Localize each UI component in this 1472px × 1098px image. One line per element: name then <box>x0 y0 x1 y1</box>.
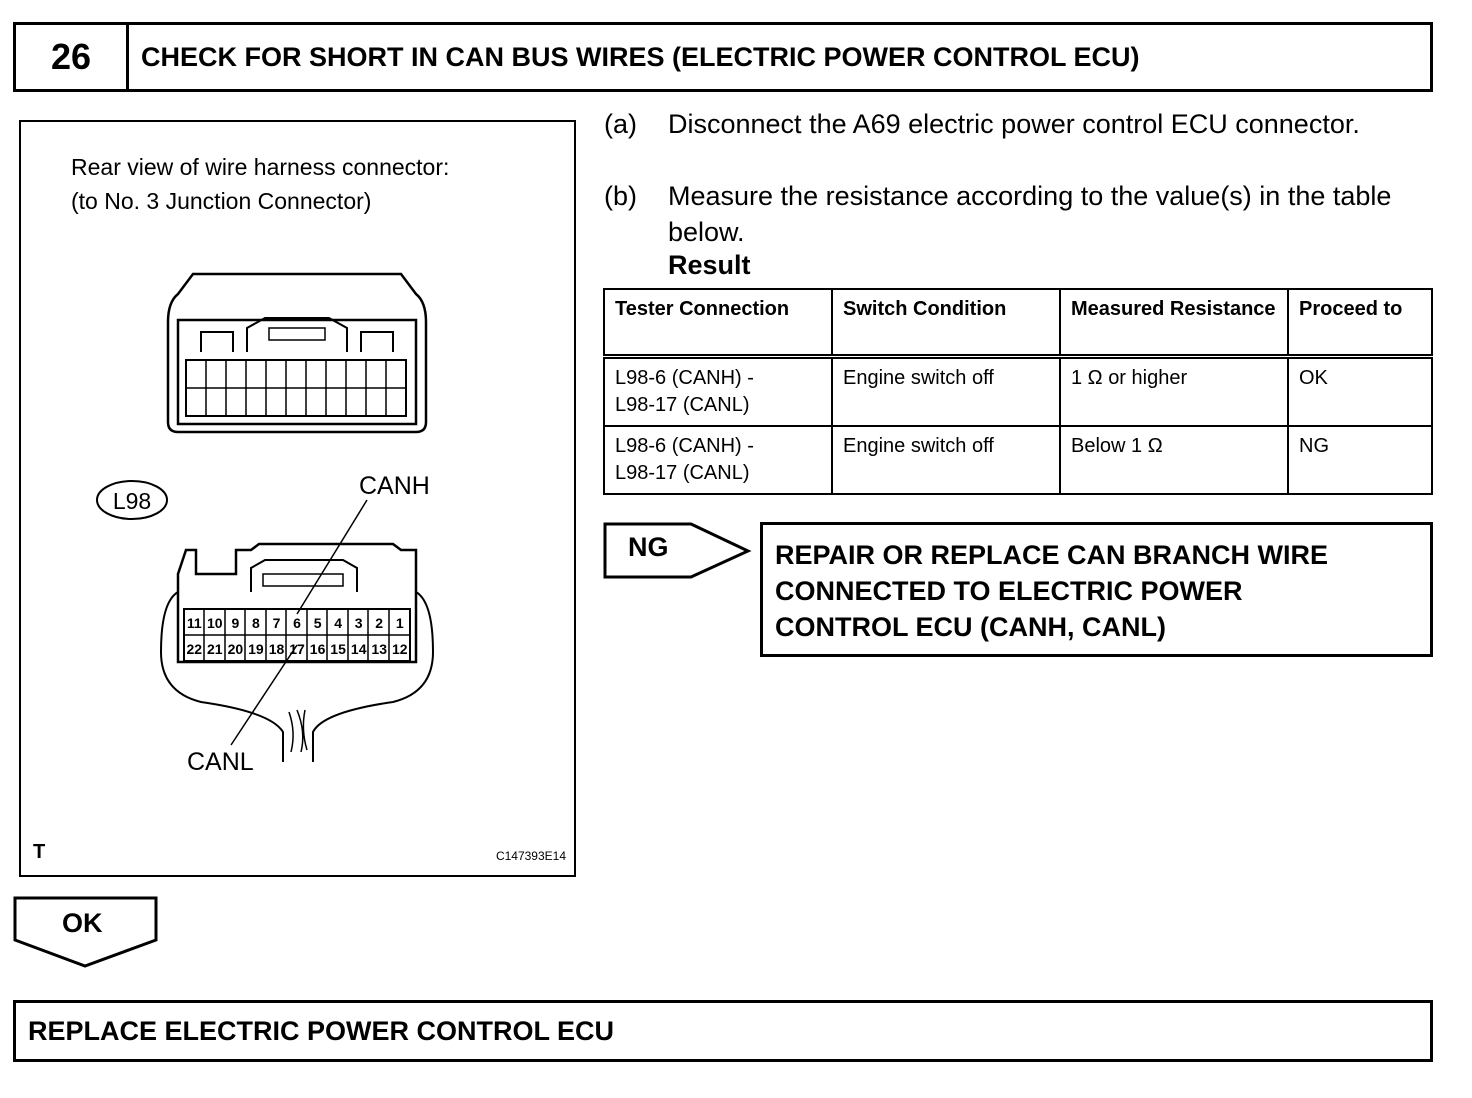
instruction-a-text: Disconnect the A69 electric power contro… <box>668 109 1360 139</box>
cell-measured-resistance: 1 Ω or higher <box>1059 355 1289 427</box>
pin-4: 4 <box>334 615 342 631</box>
pin-2: 2 <box>375 615 383 631</box>
figure-code: C147393E14 <box>496 849 566 863</box>
ok-label: OK <box>62 908 103 938</box>
pin-1: 1 <box>396 615 404 631</box>
pin-22: 22 <box>187 641 203 657</box>
cell-line: L98-6 (CANH) - <box>615 367 754 389</box>
wire-harness-connector-icon <box>159 542 435 762</box>
instruction-b-letter: (b) <box>604 181 637 211</box>
result-heading: Result <box>668 250 751 280</box>
cell-switch-condition: Engine switch off <box>831 425 1061 495</box>
table-header-row: Tester Connection Switch Condition Measu… <box>603 288 1433 359</box>
pin-19: 19 <box>248 641 264 657</box>
cell-tester-connection: L98-6 (CANH) - L98-17 (CANL) <box>603 355 833 427</box>
result-table: Tester Connection Switch Condition Measu… <box>603 288 1433 495</box>
pin-3: 3 <box>355 615 363 631</box>
cell-switch-condition: Engine switch off <box>831 355 1061 427</box>
connector-id-label: L98 <box>113 488 151 514</box>
corner-mark: T <box>33 841 45 863</box>
pin-11: 11 <box>187 615 202 631</box>
step-number: 26 <box>16 25 129 89</box>
pin-6: 6 <box>293 615 301 631</box>
pin-5: 5 <box>314 615 322 631</box>
ng-arrow-icon <box>603 522 752 579</box>
canl-leader-line <box>230 644 298 746</box>
pin-8: 8 <box>252 615 260 631</box>
junction-connector-icon <box>166 272 428 434</box>
figure-caption: Rear view of wire harness connector: (to… <box>71 150 449 218</box>
cell-line: L98-6 (CANH) - <box>615 435 754 457</box>
cell-line: L98-17 (CANL) <box>615 394 750 416</box>
connector-figure: Rear view of wire harness connector: (to… <box>19 120 576 877</box>
ng-label: NG <box>628 532 669 562</box>
cell-line: L98-17 (CANL) <box>615 462 750 484</box>
cell-measured-resistance: Below 1 Ω <box>1059 425 1289 495</box>
pin-7: 7 <box>273 615 281 631</box>
pin-15: 15 <box>330 641 346 657</box>
ok-arrow-icon <box>13 896 158 968</box>
pin-20: 20 <box>228 641 244 657</box>
ng-action-box: REPAIR OR REPLACE CAN BRANCH WIRE CONNEC… <box>760 522 1433 657</box>
figure-caption-line2: (to No. 3 Junction Connector) <box>71 188 372 214</box>
pin-9: 9 <box>232 615 240 631</box>
instruction-a-letter: (a) <box>604 109 637 139</box>
pin-16: 16 <box>310 641 326 657</box>
connector-id-ellipse <box>96 480 168 520</box>
canl-label: CANL <box>187 748 254 776</box>
cell-proceed-to: NG <box>1287 425 1433 495</box>
cell-tester-connection: L98-6 (CANH) - L98-17 (CANL) <box>603 425 833 495</box>
pin-18: 18 <box>269 641 285 657</box>
header-switch-condition: Switch Condition <box>831 288 1061 359</box>
pin-12: 12 <box>392 641 408 657</box>
header-tester-connection: Tester Connection <box>603 288 833 359</box>
step-title: CHECK FOR SHORT IN CAN BUS WIRES (ELECTR… <box>141 41 1140 72</box>
final-action-box: REPLACE ELECTRIC POWER CONTROL ECU <box>13 1000 1433 1062</box>
header-proceed-to: Proceed to <box>1287 288 1433 359</box>
table-row: L98-6 (CANH) - L98-17 (CANL) Engine swit… <box>603 355 1433 427</box>
pin-17: 17 <box>289 641 305 657</box>
figure-caption-line1: Rear view of wire harness connector: <box>71 154 450 180</box>
pin-21: 21 <box>207 641 223 657</box>
table-row: L98-6 (CANH) - L98-17 (CANL) Engine swit… <box>603 425 1433 495</box>
ng-action-line1: REPAIR OR REPLACE CAN BRANCH WIRE <box>775 540 1329 570</box>
cell-proceed-to: OK <box>1287 355 1433 427</box>
instruction-b-text: Measure the resistance according to the … <box>668 181 1392 247</box>
canh-label: CANH <box>359 472 430 500</box>
pin-14: 14 <box>351 641 367 657</box>
pin-10: 10 <box>207 615 223 631</box>
ng-action-line2: CONNECTED TO ELECTRIC POWER <box>775 576 1243 606</box>
pin-13: 13 <box>371 641 387 657</box>
ng-action-line3: CONTROL ECU (CANH, CANL) <box>775 612 1166 642</box>
canh-leader-line <box>296 499 368 615</box>
step-header: 26 CHECK FOR SHORT IN CAN BUS WIRES (ELE… <box>13 22 1433 92</box>
header-measured-resistance: Measured Resistance <box>1059 288 1289 359</box>
